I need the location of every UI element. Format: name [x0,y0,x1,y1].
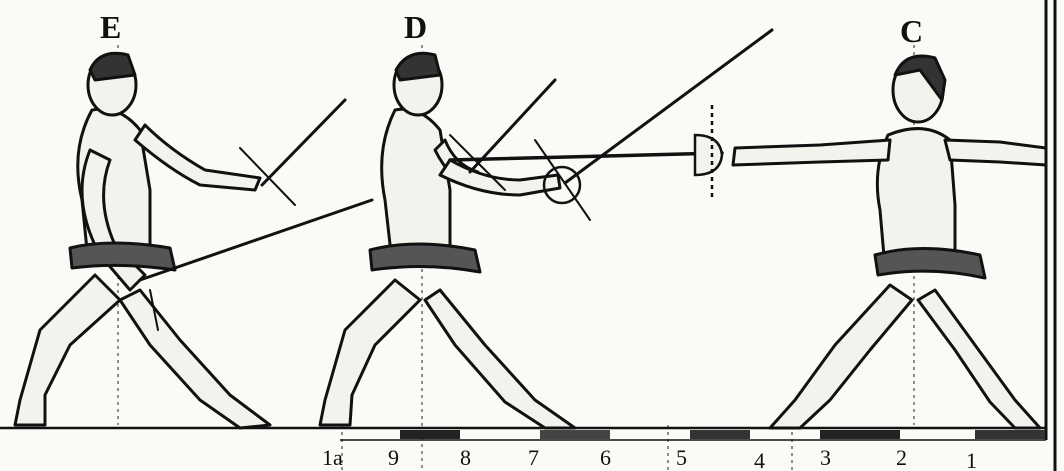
scale-2: 2 [896,445,907,470]
scale-5: 5 [676,445,687,470]
scale-7: 7 [528,445,539,470]
scale-1a: 1a [322,445,343,470]
label-d: D [404,9,427,45]
label-e: E [100,9,121,45]
scale-1: 1 [966,448,977,471]
scale-4: 4 [754,448,765,471]
scale-6: 6 [600,445,611,470]
label-c: C [900,13,923,49]
scale-9: 9 [388,445,399,470]
scale-3: 3 [820,445,831,470]
scale-8: 8 [460,445,471,470]
